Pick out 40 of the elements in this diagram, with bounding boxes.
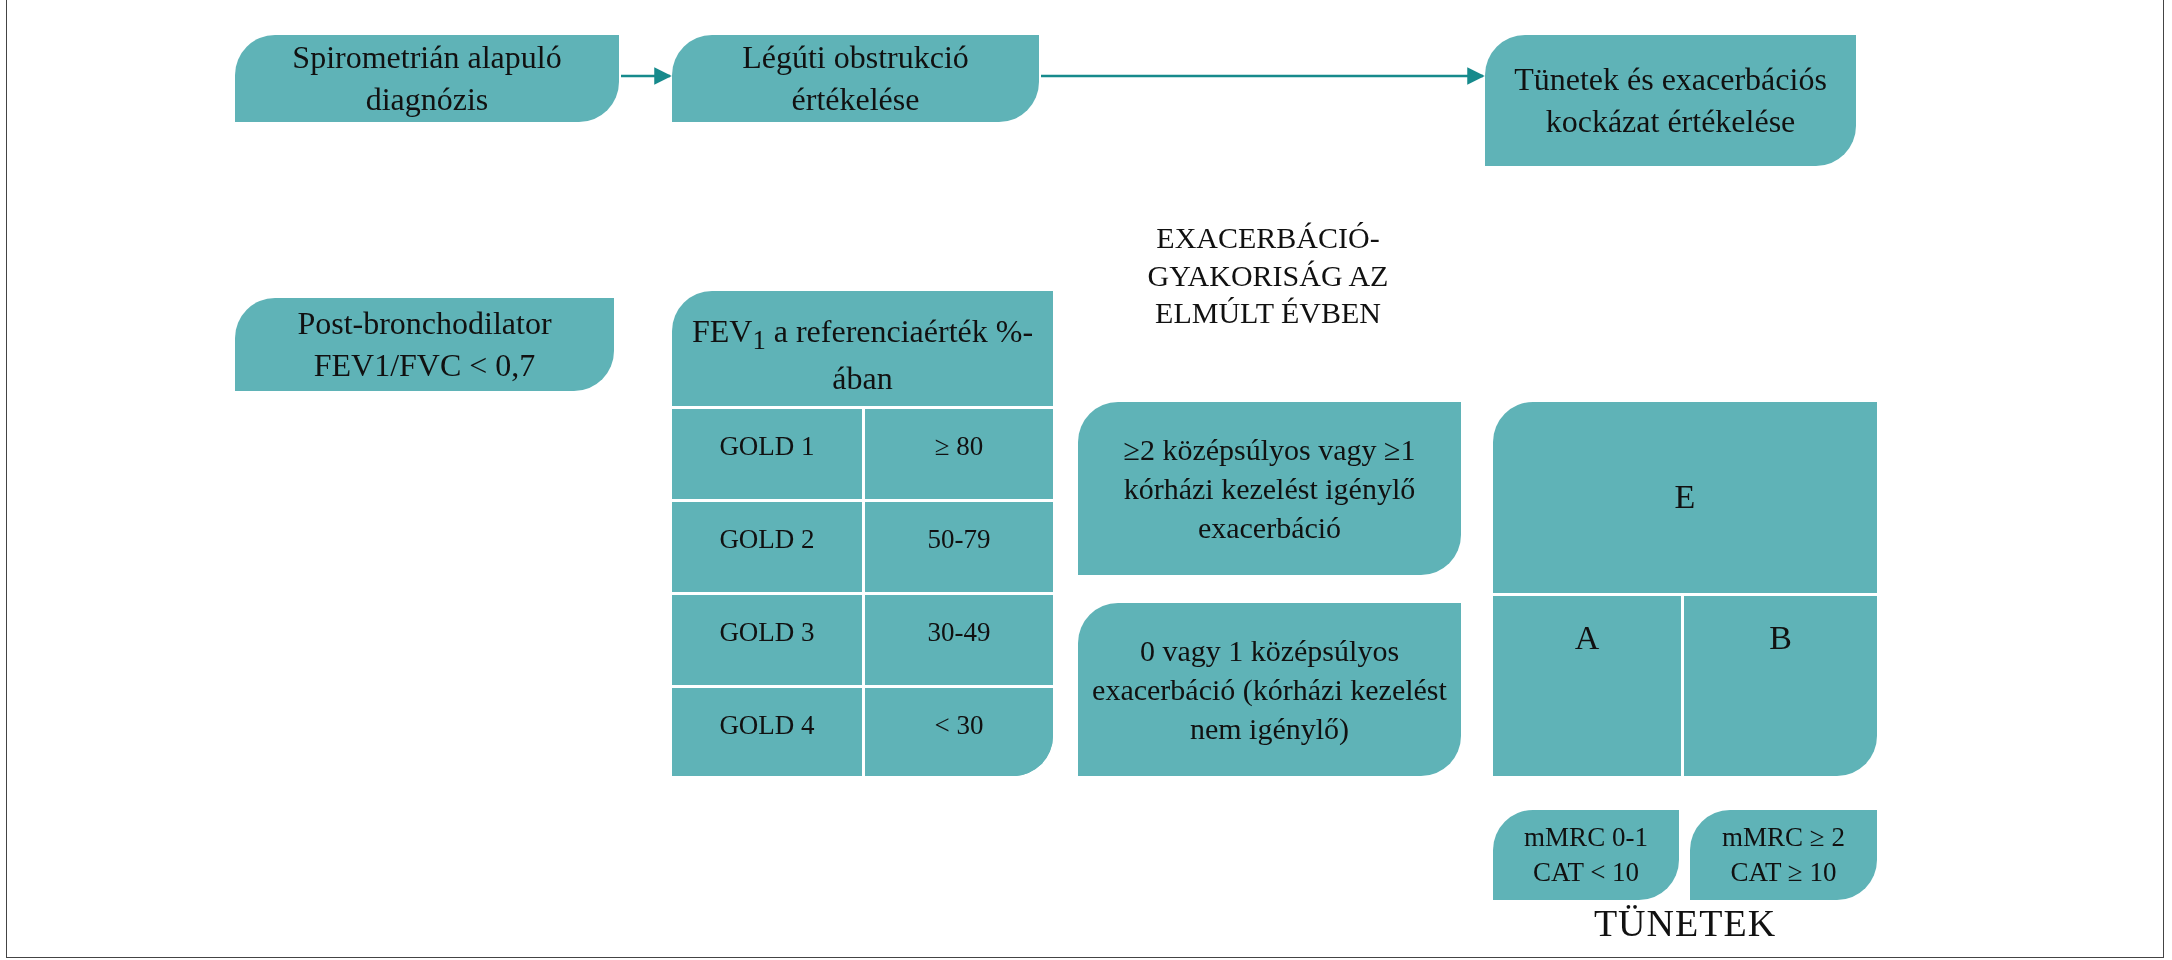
node-text: Post-bronchodilator FEV1/FVC < 0,7 [296,303,553,385]
arrow [621,67,672,85]
classification-table [672,291,1053,776]
table-cell [862,592,1053,685]
node-text: Spirometrián alapuló diagnózis [291,37,563,119]
node-text: ≥ 80 [934,430,984,463]
node-text: < 30 [934,709,984,742]
node-text: GOLD 2 [719,523,815,556]
node-text: GOLD 3 [719,616,815,649]
category-box [1078,603,1461,776]
node-text: E [1674,477,1696,518]
node-text: ≥2 középsúlyos vagy ≥1 kórházi kezelést igénylő exacerbáció [1122,432,1417,546]
group-box [1493,596,1681,776]
node-text: FEV$_{1}$ a referenciaérték %-ában [690,312,1035,399]
node-text: 50-79 [927,523,991,556]
table-cell [862,406,1053,499]
process-box [1485,35,1856,166]
process-box [235,35,619,122]
table-cell [862,499,1053,592]
node-text: 0 vagy 1 középsúlyos exacerbáció (kórházi kezelést nem igénylő) [1091,633,1448,747]
node-text: GOLD 4 [719,709,815,742]
process-box [672,35,1039,122]
node-text: Tünetek és exacerbációs kockázat értékelése [1513,59,1828,141]
node-text: mMRC 0-1 CAT < 10 [1523,820,1649,889]
node-text: Légúti obstrukció értékelése [741,37,970,119]
node-text: B [1769,618,1792,658]
group-box [1684,596,1877,776]
symptom-box [1493,810,1679,900]
group-box [1493,402,1877,593]
node-text: A [1574,618,1600,658]
node-text: mMRC ≥ 2 CAT ≥ 10 [1721,820,1846,889]
axis-heading: TÜNETEK [1592,901,1778,946]
symptom-box [1690,810,1877,900]
table-cell [862,685,1053,776]
arrow [1041,67,1485,85]
section-heading: EXACERBÁCIÓ- GYAKORISÁG AZ ELMÚLT ÉVBEN [1146,220,1390,331]
category-box [1078,402,1461,575]
node-text: 30-49 [927,616,991,649]
node-text: GOLD 1 [719,430,815,463]
criterion-box [235,298,614,391]
